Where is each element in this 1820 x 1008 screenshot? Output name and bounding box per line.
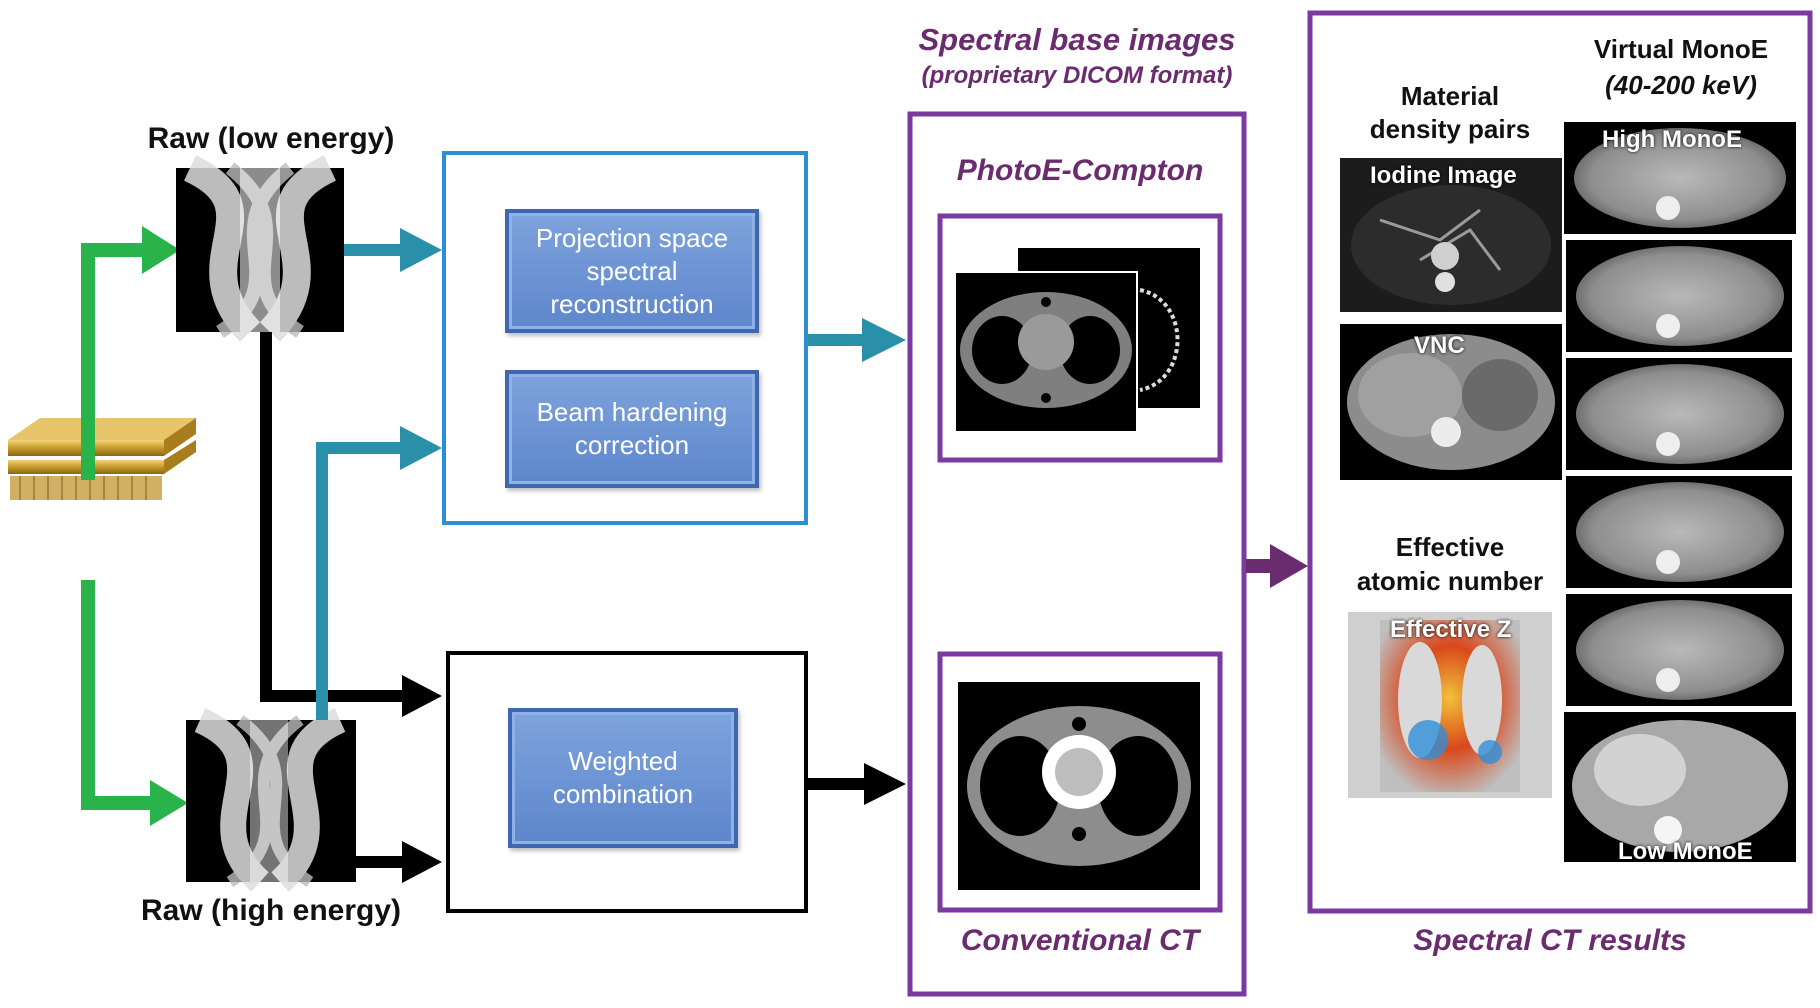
- sinogram-high-image: [186, 708, 356, 892]
- weighted-combination-label: Weighted combination: [552, 746, 694, 809]
- vnc-tag: VNC: [1414, 332, 1465, 359]
- photoe-compton-image: [954, 248, 1200, 433]
- projection-reconstruction-box: Projection space spectral reconstruction: [505, 209, 759, 333]
- sinogram-low-image: [176, 155, 344, 342]
- weighted-process-frame: [446, 651, 808, 913]
- beam-hardening-label: Beam hardening correction: [536, 397, 728, 460]
- monoe-stack-image: [1564, 122, 1796, 862]
- photoe-compton-label: PhotoE-Compton: [956, 154, 1204, 187]
- projection-process-frame: [442, 151, 808, 525]
- iodine-tag: Iodine Image: [1370, 162, 1517, 189]
- raw-high-label: Raw (high energy): [140, 894, 402, 927]
- virtual-monoe-label: Virtual MonoE: [1593, 34, 1769, 64]
- iodine-image: [1340, 158, 1562, 312]
- conventional-ct-image: [958, 682, 1200, 890]
- spectral-base-title: Spectral base images: [918, 22, 1236, 57]
- effective-z-image: [1348, 612, 1552, 798]
- monoe-range-label: (40-200 keV): [1605, 70, 1757, 100]
- black-arrow-high-to-weighted: [356, 841, 442, 883]
- teal-arrow-low-to-projection: [344, 228, 442, 272]
- photoe-image-frame: [937, 213, 1223, 463]
- green-arrow-up: [81, 226, 180, 480]
- beam-hardening-box: Beam hardening correction: [505, 370, 759, 488]
- effective-z-tag: Effective Z: [1390, 616, 1512, 643]
- green-arrow-down: [81, 580, 188, 826]
- spectral-base-subtitle: (proprietary DICOM format): [921, 62, 1233, 89]
- spectral-base-frame: [907, 111, 1247, 997]
- purple-arrow-to-results: [1246, 544, 1308, 588]
- conventional-image-frame: [937, 651, 1223, 913]
- effective-atomic-label: Effective atomic number: [1356, 532, 1544, 596]
- spectral-results-frame: [1307, 10, 1813, 914]
- conventional-ct-label: Conventional CT: [960, 924, 1200, 957]
- black-arrow-low-to-weighted: [260, 332, 442, 717]
- low-monoe-tag: Low MonoE: [1618, 838, 1753, 865]
- teal-arrow-high-to-beam: [316, 426, 442, 720]
- material-density-label: Material density pairs: [1369, 81, 1531, 144]
- weighted-combination-box: Weighted combination: [508, 708, 738, 848]
- black-arrow-weighted-to-conventional: [806, 763, 906, 805]
- detector-icon: [8, 418, 196, 500]
- vnc-image: [1340, 324, 1562, 480]
- teal-arrow-projection-to-photoe: [806, 318, 906, 362]
- raw-low-label: Raw (low energy): [147, 122, 395, 155]
- spectral-results-label: Spectral CT results: [1413, 924, 1687, 957]
- projection-reconstruction-label: Projection space spectral reconstruction: [535, 222, 729, 319]
- high-monoe-tag: High MonoE: [1602, 126, 1742, 153]
